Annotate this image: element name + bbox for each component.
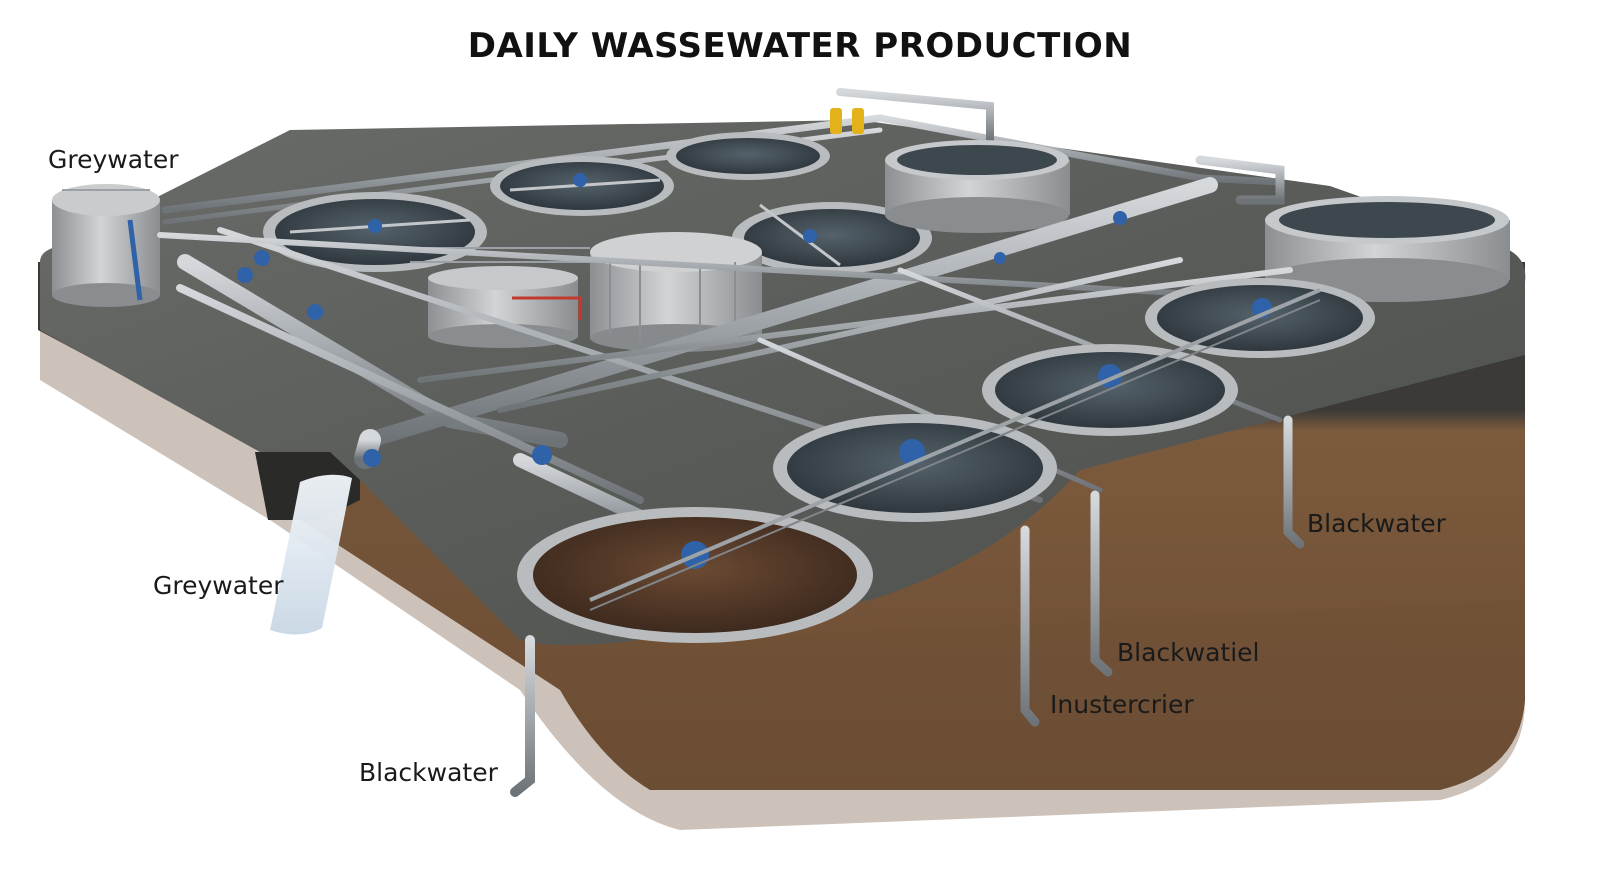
digester-tank bbox=[410, 247, 590, 348]
clarifier-back-1 bbox=[263, 192, 487, 272]
clarifier-back-2 bbox=[490, 156, 674, 216]
discharge-pipes bbox=[510, 415, 1305, 797]
clarifier-mid bbox=[732, 202, 932, 274]
label-inustercrier: Inustercrier bbox=[1050, 690, 1194, 719]
page-title: DAILY WASSEWATER PRODUCTION bbox=[467, 26, 1133, 66]
greywater-tank bbox=[52, 184, 160, 307]
label-blackwater-right: Blackwater bbox=[1307, 509, 1446, 538]
label-greywater-outfall: Greywater bbox=[153, 571, 284, 600]
clarifier-front-brown bbox=[517, 507, 873, 643]
clarifier-back-3 bbox=[666, 132, 830, 180]
round-tank-back-right bbox=[885, 140, 1070, 233]
walkway-bridge bbox=[589, 288, 1321, 602]
label-greywater-tank: Greywater bbox=[48, 145, 179, 174]
filter-units bbox=[830, 108, 864, 134]
label-blackwatiel: Blackwatiel bbox=[1117, 638, 1260, 667]
ground-slab-front bbox=[40, 280, 1525, 830]
clarifier-right-1 bbox=[1145, 278, 1375, 358]
valve-icons bbox=[237, 211, 1127, 467]
round-tank-right bbox=[1265, 196, 1510, 302]
label-blackwater-front: Blackwater bbox=[359, 758, 498, 787]
greywater-discharge bbox=[270, 474, 352, 635]
